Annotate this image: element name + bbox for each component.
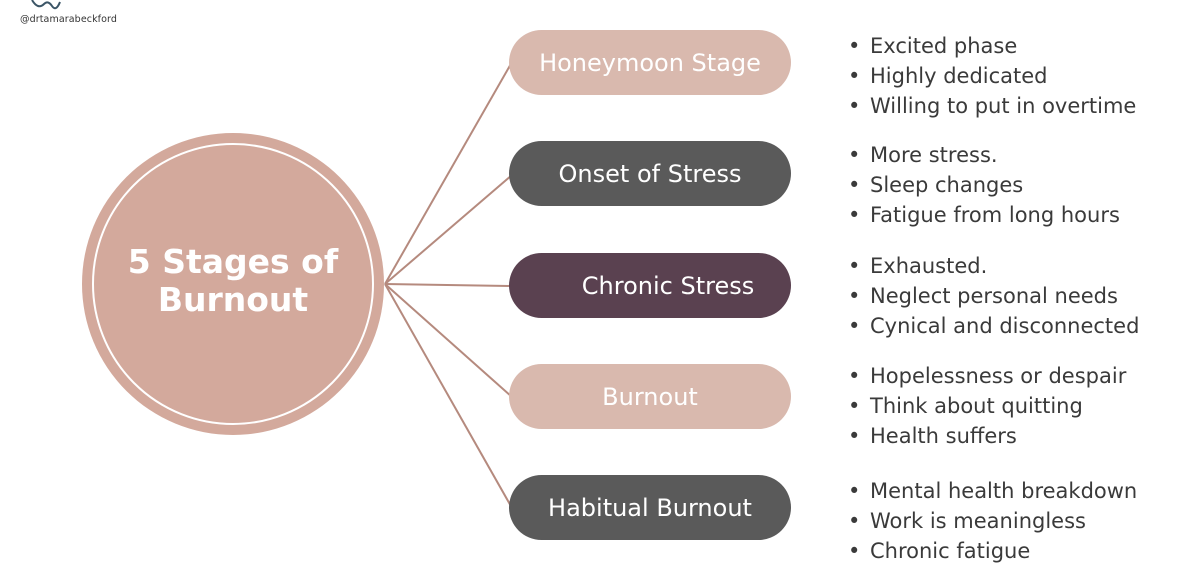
bullet-item: Neglect personal needs [848,281,1139,311]
connector-1 [384,61,513,285]
stage-bullets-onset-of-stress: More stress. Sleep changes Fatigue from … [848,140,1120,230]
bullet-item: Fatigue from long hours [848,200,1120,230]
bullet-item: Cynical and disconnected [848,311,1139,341]
bullet-item: More stress. [848,140,1120,170]
logo-mark [31,0,61,10]
stage-pill-chronic-stress: Chronic Stress [509,253,791,318]
bullet-item: Excited phase [848,31,1136,61]
stage-bullets-habitual-burnout: Mental health breakdown Work is meaningl… [848,476,1137,566]
hub-circle: 5 Stages of Burnout [82,133,384,435]
stage-pill-burnout: Burnout [509,364,791,429]
connector-3 [384,283,513,287]
bullet-item: Health suffers [848,421,1126,451]
stage-pill-habitual-burnout: Habitual Burnout [509,475,791,540]
bullet-item: Think about quitting [848,391,1126,421]
bullet-item: Willing to put in overtime [848,91,1136,121]
connector-5 [384,283,513,509]
bullet-item: Sleep changes [848,170,1120,200]
stage-bullets-honeymoon: Excited phase Highly dedicated Willing t… [848,31,1136,121]
connector-4 [384,283,513,398]
hub-ring [92,143,374,425]
stage-label: Honeymoon Stage [539,48,761,77]
bullet-item: Chronic fatigue [848,536,1137,566]
stage-bullets-chronic-stress: Exhausted. Neglect personal needs Cynica… [848,251,1139,341]
stage-pill-honeymoon: Honeymoon Stage [509,30,791,95]
stage-label: Habitual Burnout [548,493,752,522]
hub-title: 5 Stages of Burnout [127,242,339,319]
bullet-item: Work is meaningless [848,506,1137,536]
stage-label: Onset of Stress [558,159,742,188]
bullet-item: Exhausted. [848,251,1139,281]
stage-label: Burnout [602,382,698,411]
stage-pill-onset-of-stress: Onset of Stress [509,141,791,206]
bullet-item: Highly dedicated [848,61,1136,91]
author-handle: @drtamarabeckford [20,14,118,25]
stage-label: Chronic Stress [581,271,755,300]
connector-2 [384,174,513,285]
bullet-item: Hopelessness or despair [848,361,1126,391]
stage-bullets-burnout: Hopelessness or despair Think about quit… [848,361,1126,451]
bullet-item: Mental health breakdown [848,476,1137,506]
